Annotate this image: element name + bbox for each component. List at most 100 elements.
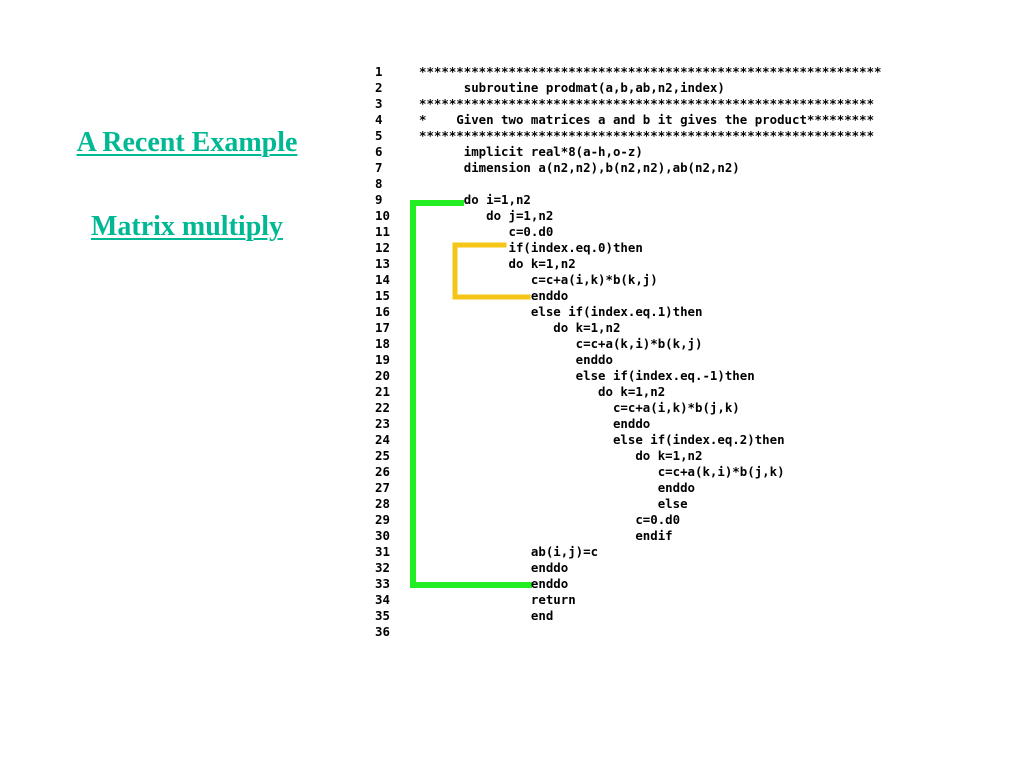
line-number: 26 [375, 464, 390, 479]
code-line: 30 endif [375, 528, 975, 544]
code-line: 22 c=c+a(i,k)*b(j,k) [375, 400, 975, 416]
line-number: 15 [375, 288, 390, 303]
line-number: 12 [375, 240, 390, 255]
code-text: ****************************************… [419, 64, 882, 79]
code-text: c=c+a(k,i)*b(j,k) [419, 464, 785, 479]
code-line: 11 c=0.d0 [375, 224, 975, 240]
code-text: else if(index.eq.2)then [419, 432, 785, 447]
code-text: enddo [419, 416, 651, 431]
code-line: 1 ***************************************… [375, 64, 975, 80]
code-text: do k=1,n2 [419, 256, 576, 271]
code-text: else [419, 496, 688, 511]
code-line: 33 enddo [375, 576, 975, 592]
code-line: 29 c=0.d0 [375, 512, 975, 528]
line-number: 30 [375, 528, 390, 543]
code-line: 24 else if(index.eq.2)then [375, 432, 975, 448]
line-number: 7 [375, 160, 383, 175]
slide-title-link[interactable]: A Recent Example [76, 127, 298, 158]
line-number: 20 [375, 368, 390, 383]
line-number: 5 [375, 128, 383, 143]
line-number: 23 [375, 416, 390, 431]
code-line: 25 do k=1,n2 [375, 448, 975, 464]
code-text: enddo [419, 288, 569, 303]
code-line: 28 else [375, 496, 975, 512]
code-line: 4 * Given two matrices a and b it gives t… [375, 112, 975, 128]
code-line: 31 ab(i,j)=c [375, 544, 975, 560]
outer-loop-bracket-line [410, 200, 532, 588]
line-number: 21 [375, 384, 390, 399]
line-number: 2 [375, 80, 383, 95]
code-text: ab(i,j)=c [419, 544, 599, 559]
code-line: 27 enddo [375, 480, 975, 496]
code-text: if(index.eq.0)then [419, 240, 643, 255]
code-line: 6 implicit real*8(a-h,o-z) [375, 144, 975, 160]
code-text: ****************************************… [419, 128, 875, 143]
code-text: * Given two matrices a and b it gives th… [419, 112, 875, 127]
line-number: 16 [375, 304, 390, 319]
code-line: 15 enddo [375, 288, 975, 304]
code-line: 5 ***************************************… [375, 128, 975, 144]
code-text: enddo [419, 480, 696, 495]
line-number: 31 [375, 544, 390, 559]
line-number: 35 [375, 608, 390, 623]
line-number: 9 [375, 192, 383, 207]
code-text: enddo [419, 560, 569, 575]
code-text: return [419, 592, 576, 607]
line-number: 4 [375, 112, 383, 127]
code-text: c=0.d0 [419, 224, 554, 239]
line-number: 14 [375, 272, 390, 287]
code-text: else if(index.eq.1)then [419, 304, 703, 319]
inner-loop-bracket-line [452, 242, 531, 300]
code-text: c=c+a(i,k)*b(k,j) [419, 272, 658, 287]
code-line: 14 c=c+a(i,k)*b(k,j) [375, 272, 975, 288]
code-text: implicit real*8(a-h,o-z) [419, 144, 643, 159]
line-number: 6 [375, 144, 383, 159]
code-line: 23 enddo [375, 416, 975, 432]
line-number: 13 [375, 256, 390, 271]
code-line: 26 c=c+a(k,i)*b(j,k) [375, 464, 975, 480]
line-number: 29 [375, 512, 390, 527]
code-text: c=0.d0 [419, 512, 681, 527]
code-line: 8 [375, 176, 975, 192]
code-line: 19 enddo [375, 352, 975, 368]
line-number: 8 [375, 176, 383, 191]
code-line: 18 c=c+a(k,i)*b(k,j) [375, 336, 975, 352]
line-number: 17 [375, 320, 390, 335]
code-text: do i=1,n2 [419, 192, 531, 207]
line-number: 25 [375, 448, 390, 463]
code-line: 10 do j=1,n2 [375, 208, 975, 224]
code-text: ****************************************… [419, 96, 875, 111]
line-number: 28 [375, 496, 390, 511]
code-line: 36 [375, 624, 975, 640]
code-line: 3 ***************************************… [375, 96, 975, 112]
code-text: end [419, 608, 554, 623]
code-text: do k=1,n2 [419, 448, 703, 463]
slide-subtitle-link[interactable]: Matrix multiply [90, 211, 284, 242]
code-listing: 1 ***************************************… [375, 64, 975, 640]
code-text: enddo [419, 352, 613, 367]
line-number: 36 [375, 624, 390, 639]
code-text: enddo [419, 576, 569, 591]
code-line: 16 else if(index.eq.1)then [375, 304, 975, 320]
line-number: 1 [375, 64, 383, 79]
inner-loop-bracket [452, 242, 531, 300]
code-line: 7 dimension a(n2,n2),b(n2,n2),ab(n2,n2) [375, 160, 975, 176]
code-line: 9 do i=1,n2 [375, 192, 975, 208]
code-line: 35 end [375, 608, 975, 624]
line-number: 3 [375, 96, 383, 111]
line-number: 11 [375, 224, 390, 239]
outer-loop-bracket [410, 200, 532, 588]
line-number: 34 [375, 592, 390, 607]
line-number: 27 [375, 480, 390, 495]
code-line: 12 if(index.eq.0)then [375, 240, 975, 256]
code-text: dimension a(n2,n2),b(n2,n2),ab(n2,n2) [419, 160, 740, 175]
code-text: c=c+a(i,k)*b(j,k) [419, 400, 740, 415]
line-number: 33 [375, 576, 390, 591]
code-text: c=c+a(k,i)*b(k,j) [419, 336, 703, 351]
line-number: 22 [375, 400, 390, 415]
code-line: 17 do k=1,n2 [375, 320, 975, 336]
line-number: 32 [375, 560, 390, 575]
code-text: else if(index.eq.-1)then [419, 368, 755, 383]
code-line: 2 subroutine prodmat(a,b,ab,n2,index) [375, 80, 975, 96]
code-line: 32 enddo [375, 560, 975, 576]
